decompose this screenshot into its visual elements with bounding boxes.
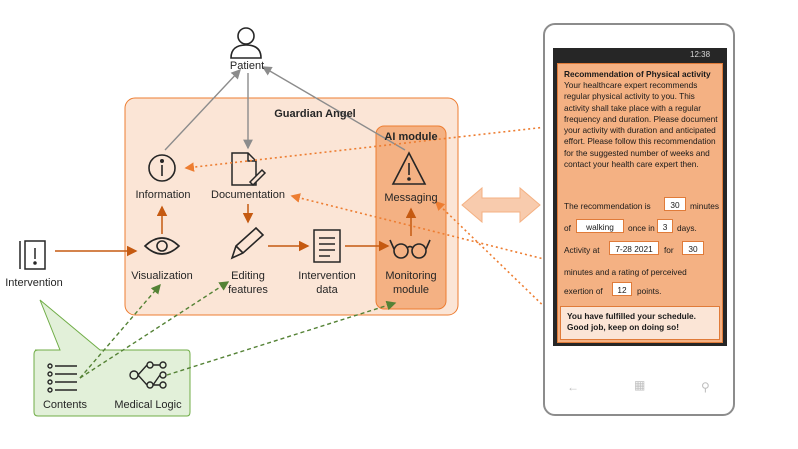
intervention-data-label-2: data: [316, 284, 338, 296]
date-field[interactable]: 7-28 2021: [609, 241, 659, 255]
arrow-logic-monitoring: [166, 300, 397, 376]
person-icon: [230, 27, 262, 59]
exertion-field[interactable]: 12: [612, 282, 632, 296]
rec-line3-b: for: [664, 245, 674, 255]
contents-label: Contents: [42, 399, 88, 411]
alert-note-icon: [19, 240, 46, 270]
editing-label-2: features: [228, 284, 268, 296]
rec-line3-a: Activity at: [564, 245, 600, 255]
link-information-phone: [184, 120, 564, 172]
visualization-label: Visualization: [131, 270, 193, 282]
ai-module-label: AI module: [384, 131, 438, 143]
medical-logic-label: Medical Logic: [114, 399, 182, 411]
success-message: You have fulfilled your schedule. Good j…: [560, 306, 720, 340]
rec-line5-a: exertion of: [564, 286, 603, 296]
info-icon: [148, 154, 176, 182]
double-arrow: [461, 186, 541, 224]
rec-line1-a: The recommendation is: [564, 201, 651, 211]
windows-icon[interactable]: ▦: [634, 378, 646, 392]
list-icon: [47, 363, 77, 393]
status-time: 12:38: [690, 50, 711, 59]
documentation-label: Documentation: [211, 189, 285, 201]
patient-label: Patient: [229, 60, 265, 72]
arrow-info-patient: [164, 68, 241, 151]
rec-line1-b: minutes: [690, 201, 720, 211]
pencil-icon: [230, 226, 265, 260]
messaging-label: Messaging: [384, 192, 438, 204]
intervention-data-label-1: Intervention: [298, 270, 356, 282]
activity-field[interactable]: walking: [576, 219, 624, 233]
recommendation-title: Recommendation of Physical activity: [564, 69, 711, 79]
rec-line2-a: of: [564, 223, 571, 233]
guardian-angel-label: Guardian Angel: [274, 108, 356, 120]
eye-icon: [143, 237, 181, 255]
arrow-contents-editing: [79, 281, 230, 379]
back-icon[interactable]: ←: [567, 380, 579, 394]
intervention-label: Intervention: [5, 277, 63, 289]
duration-field[interactable]: 30: [682, 241, 704, 255]
rec-line2-c: days.: [677, 223, 697, 233]
rec-line2-b: once in: [628, 223, 655, 233]
recommendation-body: Your healthcare expert recommends regula…: [564, 80, 718, 170]
editing-label-1: Editing: [231, 270, 265, 282]
rec-line5-b: points.: [637, 286, 662, 296]
minutes-field[interactable]: 30: [664, 197, 686, 211]
information-label: Information: [135, 189, 191, 201]
decision-tree-icon: [129, 361, 167, 389]
search-icon[interactable]: ⚲: [701, 380, 710, 394]
monitoring-label-1: Monitoring: [385, 270, 437, 282]
recommendation-card: [557, 63, 723, 343]
monitoring-label-2: module: [392, 284, 430, 296]
days-field[interactable]: 3: [657, 219, 673, 233]
rec-line4: minutes and a rating of perceived: [564, 267, 687, 277]
